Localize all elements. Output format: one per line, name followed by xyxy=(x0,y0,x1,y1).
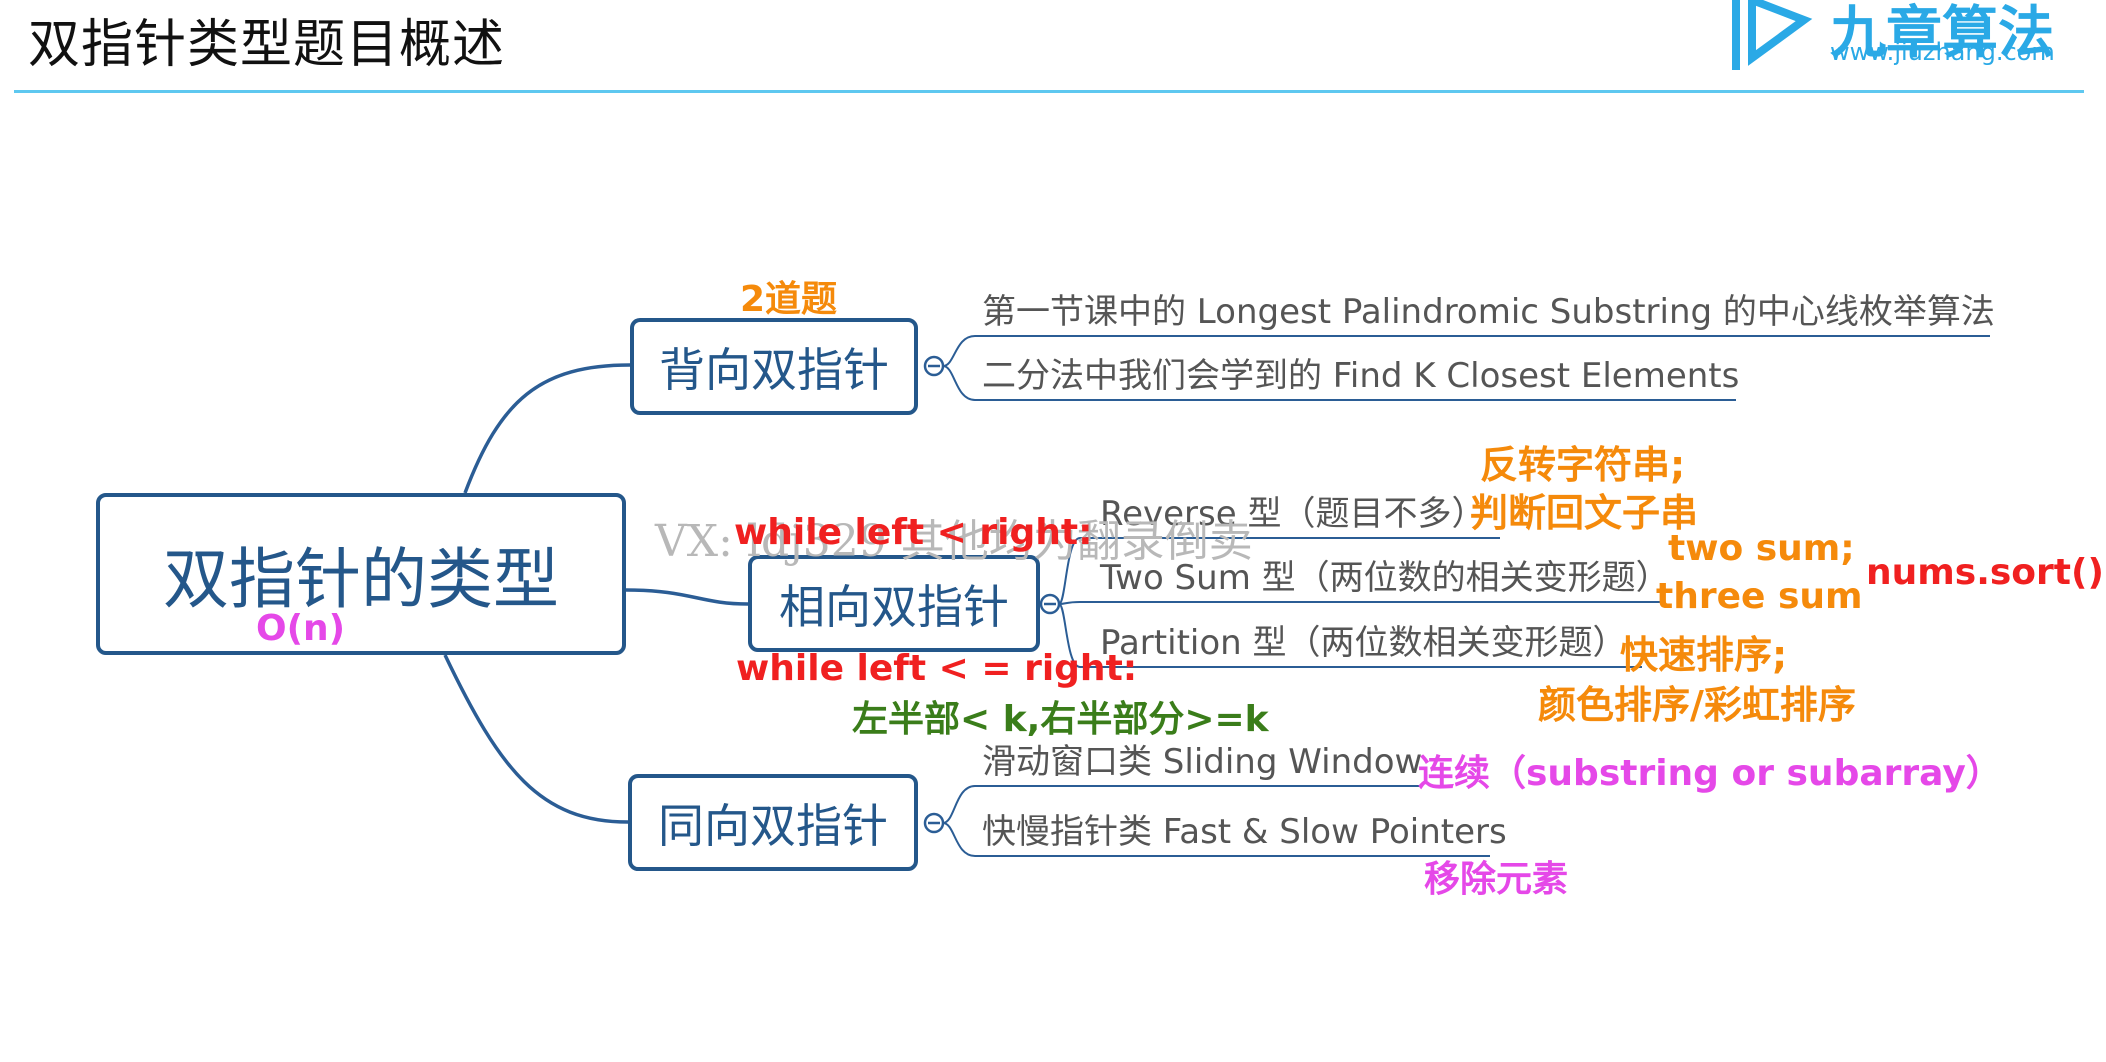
note-root-complexity: O(n) xyxy=(256,608,346,649)
branch-node-same-direction: 同向双指针 xyxy=(628,774,918,871)
note-partition-1: 快速排序; xyxy=(1620,633,1788,677)
brand-logo: 九章算法 xyxy=(1830,1,2054,66)
note-window: 连续（substring or subarray） xyxy=(1418,753,2002,794)
branch-node-backward: 背向双指针 xyxy=(630,318,918,415)
branch-node-opposite: 相向双指针 xyxy=(748,555,1040,652)
leaf-reverse: Reverse 型（题目不多） xyxy=(1100,494,1486,534)
note-twosum-2: three sum xyxy=(1656,576,1863,617)
note-while-le: while left < = right: xyxy=(736,648,1138,689)
leaf-find-k-closest: 二分法中我们会学到的 Find K Closest Elements xyxy=(982,356,1740,396)
leaf-two-sum: Two Sum 型（两位数的相关变形题） xyxy=(1100,558,1670,598)
watermark: VX: ldj329 其他均为翻录倒卖 xyxy=(655,516,1253,567)
leaf-longest-palindromic: 第一节课中的 Longest Palindromic Substring 的中心… xyxy=(982,292,1995,332)
note-while-lt: while left < right: xyxy=(734,512,1093,553)
note-partition-2: 颜色排序/彩虹排序 xyxy=(1538,683,1856,727)
note-nums-sort: nums.sort() xyxy=(1866,552,2104,593)
leaf-sliding-window: 滑动窗口类 Sliding Window xyxy=(982,742,1423,782)
note-left-right-split: 左半部< k,右半部分>=k xyxy=(852,699,1269,740)
note-two-problems: 2道题 xyxy=(740,279,838,320)
note-twosum-1: two sum; xyxy=(1668,528,1855,569)
brand-url: www.jiuzhang.com xyxy=(1830,38,2055,66)
leaf-partition: Partition 型（两位数相关变形题） xyxy=(1100,623,1627,663)
header-divider xyxy=(14,90,2084,93)
page-title: 双指针类型题目概述 xyxy=(28,15,506,75)
note-reverse-2: 判断回文子串 xyxy=(1470,491,1699,535)
note-reverse-1: 反转字符串; xyxy=(1480,443,1686,487)
note-fast-slow: 移除元素 xyxy=(1424,859,1569,900)
root-node: 双指针的类型 xyxy=(96,493,626,655)
brand-logo-icon xyxy=(1732,0,1813,70)
leaf-fast-slow: 快慢指针类 Fast & Slow Pointers xyxy=(982,812,1507,852)
